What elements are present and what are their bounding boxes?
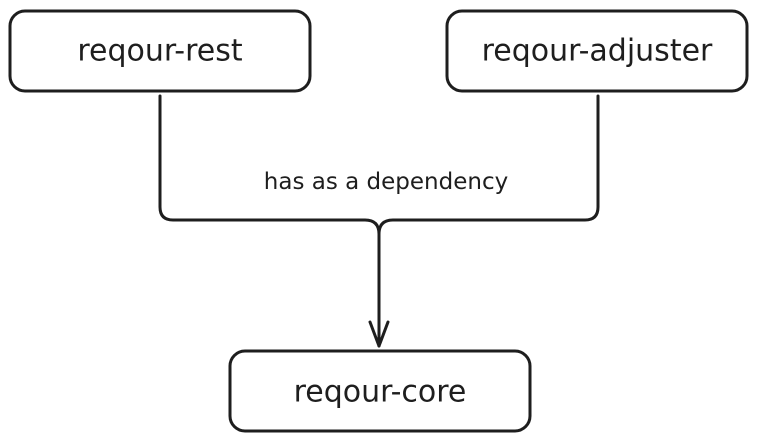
edge-label: has as a dependency <box>264 169 508 195</box>
node-label: reqour-core <box>294 375 467 410</box>
node-label: reqour-adjuster <box>482 34 713 69</box>
connector-from-adjuster <box>377 94 600 236</box>
arrowhead-icon <box>368 320 390 348</box>
node-reqour-core[interactable]: reqour-core <box>228 349 532 433</box>
node-reqour-adjuster[interactable]: reqour-adjuster <box>445 9 749 93</box>
node-box <box>8 9 312 93</box>
node-reqour-rest[interactable]: reqour-rest <box>8 9 312 93</box>
connector-from-rest <box>158 94 381 236</box>
node-box <box>445 9 749 93</box>
node-box <box>228 349 532 433</box>
dependency-connector <box>158 94 600 348</box>
node-label: reqour-rest <box>77 34 243 69</box>
